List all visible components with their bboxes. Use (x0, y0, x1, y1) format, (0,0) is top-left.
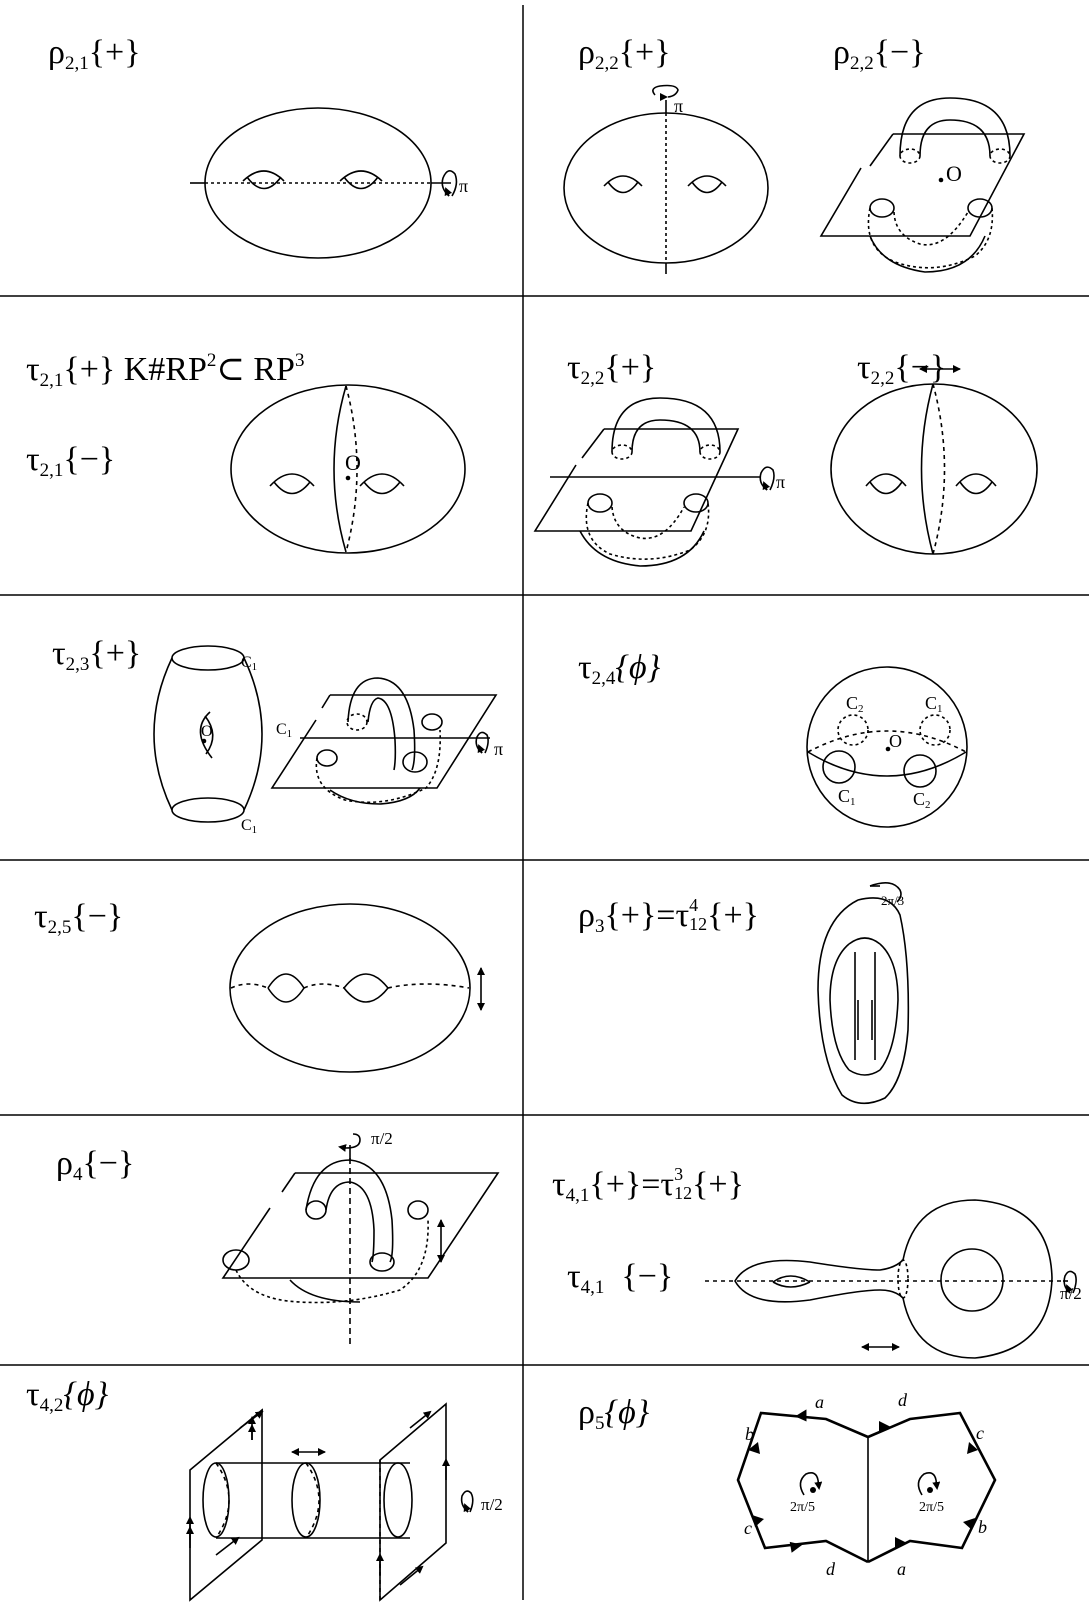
edge-label-b-right: b (978, 1517, 987, 1537)
edge-arrows (748, 1409, 978, 1553)
two-pi-fifth-left: 2π/5 (790, 1500, 815, 1515)
edge-label-c-right: c (976, 1423, 984, 1443)
origin-label-r2l: O (345, 450, 361, 475)
figure-tau41 (705, 1199, 1077, 1359)
label-rho5: ρ5{ϕ} (578, 1394, 650, 1434)
pi-label-r2r: π (776, 472, 786, 492)
edge-label-d-bottom: d (826, 1559, 835, 1579)
label-rho22-minus: ρ2,2{−} (833, 34, 926, 74)
pi-label-r3l: π (494, 739, 504, 759)
label-tau21-plus: τ2,1{+} K#RP2⊂ RP3 (26, 350, 305, 391)
pi-half-label-r5l: π/2 (371, 1129, 393, 1148)
pi-half-label-r6l: π/2 (481, 1495, 503, 1514)
origin-label-r3l: O (201, 723, 213, 740)
figure-rho22-plus (563, 84, 769, 274)
figure-tau22-plus (533, 397, 775, 567)
figure-tau24 (806, 666, 968, 828)
pi-half-label-r5r: π/2 (1060, 1284, 1082, 1303)
label-tau22-minus: τ2,2{−} (857, 349, 947, 389)
pi-label-r1l: π (459, 176, 469, 196)
edge-label-b-left: b (745, 1424, 754, 1444)
label-tau23: τ2,3{+} (52, 635, 142, 675)
edge-label-a-bottom: a (897, 1559, 906, 1579)
figure-rho5-divider (799, 1437, 941, 1562)
label-tau22-plus: τ2,2{+} (567, 349, 657, 389)
c1-label-bottom-left: C1 (838, 786, 856, 808)
label-tau25: τ2,5{−} (34, 898, 124, 938)
c2-label-bottom-right: C2 (913, 789, 931, 811)
figure-rho3 (817, 882, 910, 1105)
figure-tau21 (230, 384, 466, 554)
two-pi-third-label: 2π/3 (881, 893, 905, 908)
origin-label-r1r: O (946, 161, 962, 186)
c1-label-plane: C1 (276, 721, 293, 740)
figure-tau42 (186, 1402, 474, 1602)
edge-label-c-left: c (744, 1518, 752, 1538)
pi-label-r1r: π (674, 96, 684, 116)
label-tau41-minus: τ4,1 {−} (567, 1258, 674, 1298)
figure-rho22-minus (819, 97, 1026, 273)
two-pi-fifth-right: 2π/5 (919, 1500, 944, 1515)
figure-tau22-minus (830, 365, 1038, 555)
label-rho21: ρ2,1{+} (48, 34, 141, 74)
label-tau21-minus: τ2,1{−} (26, 441, 116, 481)
label-tau24: τ2,4{ϕ} (578, 649, 661, 689)
edge-label-d-top: d (898, 1390, 907, 1410)
label-tau42: τ4,2{ϕ} (26, 1376, 109, 1416)
edge-label-a-top: a (815, 1392, 824, 1412)
figure-rho5 (736, 1411, 997, 1564)
figure-tau23-tube (153, 645, 263, 823)
c1-label-top-right: C1 (925, 693, 943, 715)
origin-dots (201, 177, 944, 1493)
origin-label-r3r: O (889, 731, 902, 751)
c2-label-top: C2 (846, 693, 864, 715)
c1-label-top: C1 (241, 654, 258, 673)
figure-tau25 (229, 903, 485, 1073)
figure-tau23-plane (270, 677, 498, 805)
figure-rho21 (190, 107, 458, 259)
label-rho4: ρ4{−} (56, 1145, 135, 1185)
figure-rho4 (221, 1133, 500, 1345)
c1-label-bottom: C1 (241, 817, 258, 836)
grid-lines (0, 5, 1089, 1600)
label-rho22-plus: ρ2,2{+} (578, 34, 671, 74)
